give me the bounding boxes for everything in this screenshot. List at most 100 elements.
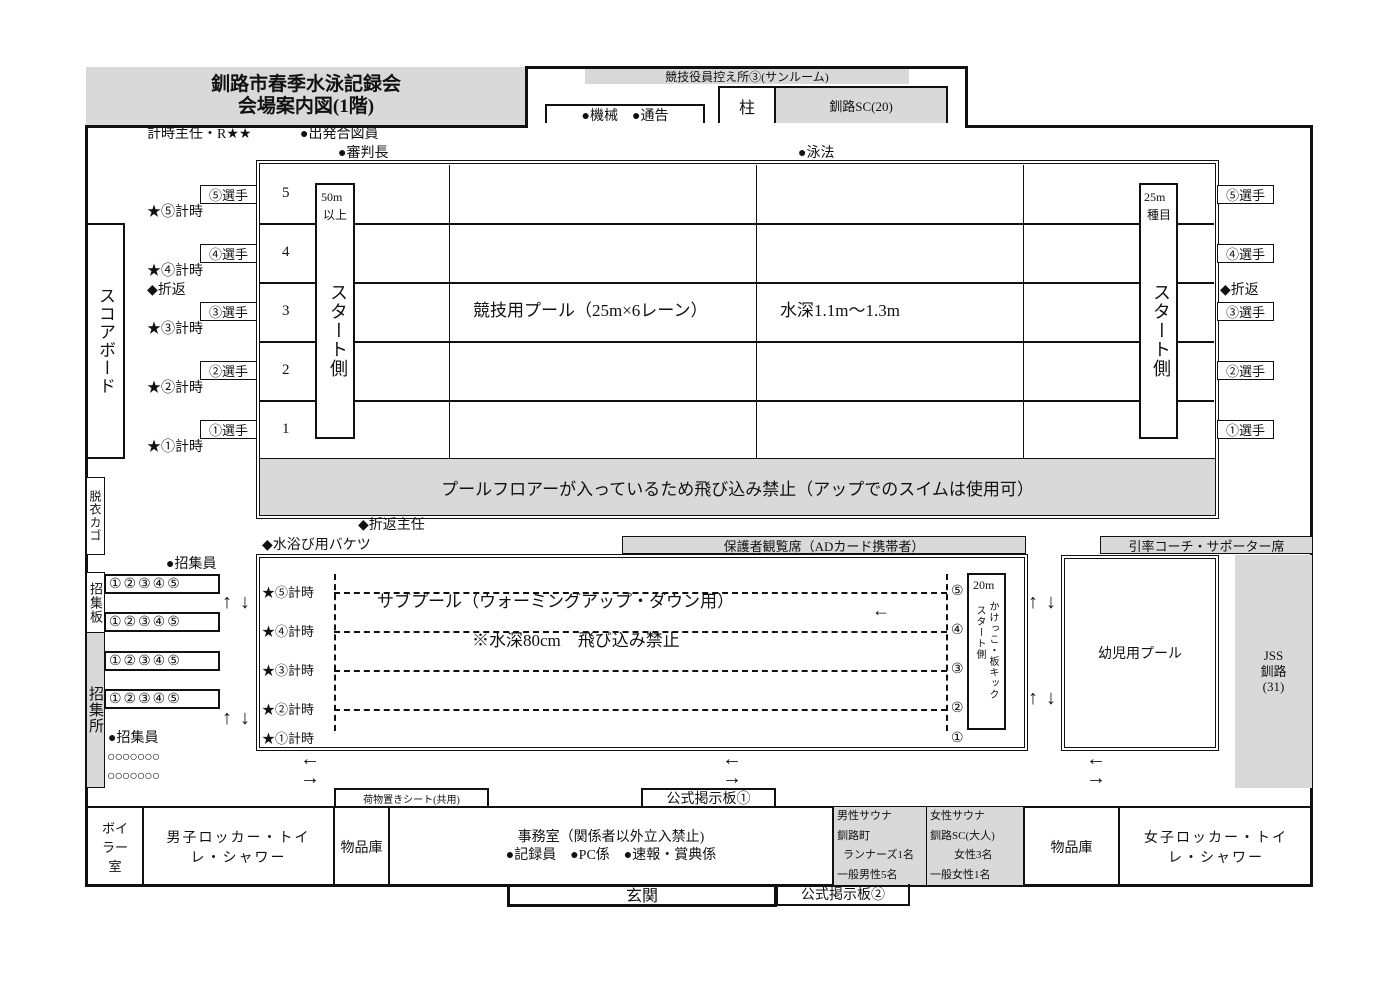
sub-pool-start-block: 20m かけっこ・板キック スタート側 bbox=[967, 573, 1006, 730]
arrow-left: ← bbox=[722, 748, 742, 770]
arrow-down: ↓ bbox=[240, 591, 250, 613]
sub-pool-lane-end bbox=[946, 574, 948, 731]
arrow-down: ↓ bbox=[1046, 591, 1056, 613]
women-sauna-group-count: 女性3名 bbox=[954, 849, 993, 861]
lane-number-2: 2 bbox=[282, 362, 290, 378]
scoreboard: スコアボード bbox=[86, 223, 125, 459]
kids-pool: 幼児用プール bbox=[1061, 555, 1219, 751]
women-locker-label: 女子ロッカー・トイレ・シャワー bbox=[1144, 830, 1288, 866]
sub-lane-mark-5: ⑤ bbox=[951, 584, 964, 599]
arrow-down: ↓ bbox=[1046, 687, 1056, 709]
boiler-room: ボイラー室 bbox=[88, 808, 142, 885]
left-start-block: 50m 以上 スタート側 bbox=[315, 183, 355, 439]
call-board-label: 招集板 bbox=[88, 581, 103, 624]
clothes-basket-label: 脱衣カゴ bbox=[88, 490, 102, 542]
kids-pool-label: 幼児用プール bbox=[1098, 647, 1182, 662]
jss-line3: (31) bbox=[1262, 679, 1285, 695]
sub-lane-mark-3: ③ bbox=[951, 662, 964, 677]
machine-announce-box: ●機械 ●通告 bbox=[545, 104, 705, 125]
call-bench-4: ①②③④⑤ bbox=[104, 689, 220, 709]
arrow-left: ← bbox=[1086, 748, 1106, 770]
sub-lane-mark-1: ① bbox=[951, 731, 964, 746]
clothes-basket: 脱衣カゴ bbox=[86, 477, 105, 555]
women-sauna-group: 釧路SC(大人) bbox=[930, 829, 995, 842]
call-bench-2: ①②③④⑤ bbox=[104, 612, 220, 632]
room-divider bbox=[388, 807, 390, 885]
jss-line1: JSS bbox=[1263, 648, 1284, 664]
pool-divider bbox=[449, 165, 450, 458]
boiler-room-label: ボイラー室 bbox=[101, 821, 128, 874]
bottom-wall bbox=[85, 806, 1313, 808]
arrow-up: ↑ bbox=[222, 591, 232, 613]
starter-label: ●出発合図員 bbox=[300, 127, 379, 142]
swimmer-left-2: ②選手 bbox=[200, 361, 257, 380]
referee-label: ●審判長 bbox=[338, 146, 389, 161]
title-block: 釧路市春季水泳記録会 会場案内図(1階) bbox=[86, 67, 526, 125]
sub-pool-depth-note: ※水深80cm 飛び込み禁止 bbox=[472, 631, 680, 650]
arrow-left: ← bbox=[300, 748, 320, 770]
club-seats-kushiro-sc: 釧路SC(20) bbox=[774, 86, 948, 125]
turn-judge-right: ◆折返 bbox=[1220, 283, 1259, 298]
timer-2: ★②計時 bbox=[147, 381, 203, 396]
pillar: 柱 bbox=[718, 86, 776, 125]
sub-timer-5: ★⑤計時 bbox=[262, 585, 315, 600]
room-divider bbox=[333, 807, 335, 885]
sub-pool-lane-rope bbox=[334, 631, 947, 633]
bucket-label: ◆水浴び用バケツ bbox=[262, 538, 371, 553]
pool-divider bbox=[1023, 165, 1024, 458]
waiting-seats-row-1: ○○○○○○○ bbox=[107, 750, 160, 765]
sub-pool-distance: 20m bbox=[973, 578, 995, 592]
start-distance: 50m bbox=[321, 190, 343, 204]
call-area: 招集所 bbox=[86, 632, 105, 788]
arrow-up: ↑ bbox=[222, 707, 232, 729]
entrance: 玄関 bbox=[507, 884, 777, 907]
sub-pool-lane-rope bbox=[334, 592, 947, 594]
arrow-right: → bbox=[722, 767, 742, 789]
storage-right: 物品庫 bbox=[1025, 808, 1120, 885]
start-side-label: スタート側 bbox=[1151, 283, 1171, 378]
swimmer-right-4: ④選手 bbox=[1217, 244, 1274, 263]
arrow-right: → bbox=[300, 767, 320, 789]
arrow-right: → bbox=[1086, 767, 1106, 789]
timer-1: ★①計時 bbox=[147, 440, 203, 455]
call-area-label: 招集所 bbox=[87, 686, 103, 734]
call-staff-top: ●招集員 bbox=[166, 557, 217, 572]
lane-number-3: 3 bbox=[282, 303, 290, 319]
men-sauna-group: 釧路町 bbox=[837, 829, 870, 842]
storage-left: 物品庫 bbox=[340, 840, 383, 856]
arrow-down: ↓ bbox=[240, 707, 250, 729]
timing-chief-label: 計時主任・R★★ bbox=[147, 127, 252, 142]
sub-lane-mark-2: ② bbox=[951, 701, 964, 716]
jss-line2: 釧路 bbox=[1260, 663, 1287, 679]
timer-3: ★③計時 bbox=[147, 322, 203, 337]
sub-timer-3: ★③計時 bbox=[262, 663, 315, 678]
sub-pool-direction-arrow: ← bbox=[872, 600, 890, 620]
sub-pool-lane-end bbox=[334, 574, 336, 731]
women-locker-room: 女子ロッカー・トイレ・シャワー bbox=[1122, 808, 1310, 885]
lane-line bbox=[260, 341, 1214, 343]
waiting-seats-row-2: ○○○○○○○ bbox=[107, 769, 160, 784]
title-line1: 釧路市春季水泳記録会 bbox=[210, 74, 401, 96]
pool-divider bbox=[756, 165, 757, 458]
office-staff: ●記録員 ●PC係 ●速報・賞典係 bbox=[505, 847, 717, 863]
swimmer-left-5: ⑤選手 bbox=[200, 185, 257, 204]
stroke-judge-label: ●泳法 bbox=[798, 146, 835, 161]
lane-line bbox=[260, 282, 1214, 284]
sub-pool-lane-rope bbox=[334, 670, 947, 672]
lane-number-4: 4 bbox=[282, 244, 290, 260]
lane-number-5: 5 bbox=[282, 185, 290, 201]
sub-pool bbox=[256, 554, 1028, 751]
call-bench-1: ①②③④⑤ bbox=[104, 574, 220, 594]
luggage-sheet: 荷物置きシート(共用) bbox=[334, 788, 489, 808]
swimmer-right-2: ②選手 bbox=[1217, 361, 1274, 380]
officials-room: 競技役員控え所③(サンルーム) bbox=[585, 69, 909, 84]
swimmer-left-3: ③選手 bbox=[200, 302, 257, 321]
men-sauna-public: 一般男性5名 bbox=[837, 868, 898, 881]
annex-opening bbox=[528, 123, 965, 128]
swimmer-right-1: ①選手 bbox=[1217, 420, 1274, 439]
room-divider bbox=[142, 807, 144, 885]
arrow-up: ↑ bbox=[1028, 687, 1038, 709]
notice-board-1: 公式掲示板① bbox=[641, 788, 776, 808]
men-locker-room: 男子ロッカー・トイレ・シャワー bbox=[144, 808, 333, 885]
jss-kushiro-seats: JSS 釧路 (31) bbox=[1235, 555, 1312, 788]
